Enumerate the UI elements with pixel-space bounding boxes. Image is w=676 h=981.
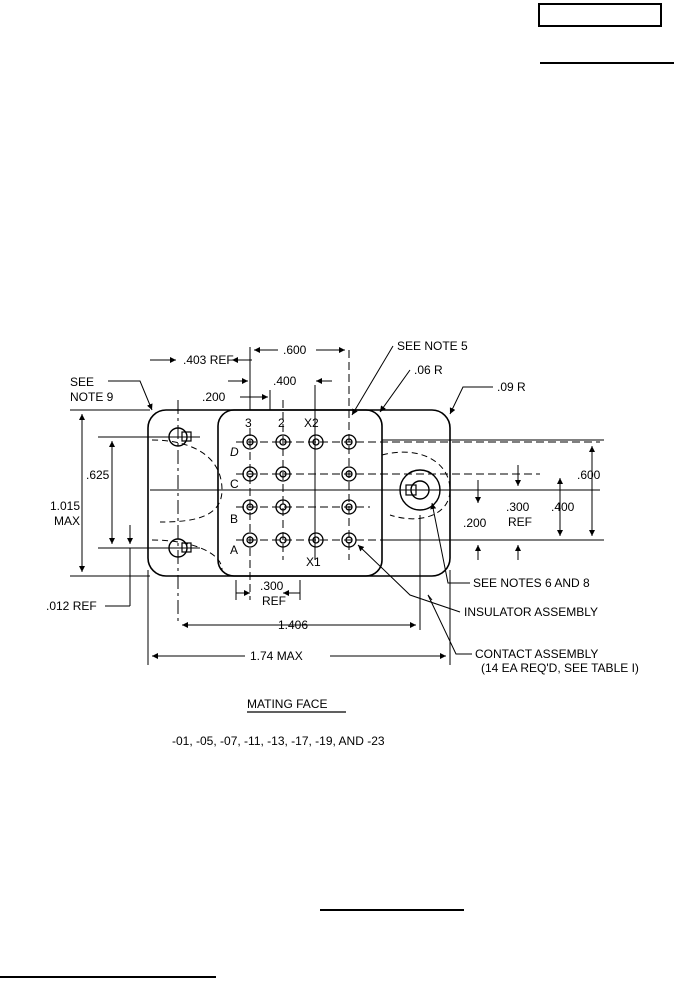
connector-outer-body [147,409,451,577]
dim-600-top: .600 [283,343,307,357]
dim-200-right: .200 [463,516,487,530]
mating-face-caption: MATING FACE [247,697,327,711]
dim-1406: 1.406 [278,618,308,632]
leader-lines [108,345,493,655]
insulator-assembly-label: INSULATOR ASSEMBLY [464,605,598,619]
column-label-2: 2 [278,416,285,430]
part-numbers-caption: -01, -05, -07, -11, -13, -17, -19, AND -… [172,734,385,748]
column-label-x1: X1 [306,555,321,569]
dimension-lines [79,347,595,659]
row-label-c: C [230,477,239,491]
radius-09-label: .09 R [497,380,526,394]
dim-400-top: .400 [273,374,297,388]
row-label-d: D [230,445,239,459]
footer-left-rule [0,976,216,978]
footer-center-rule [320,909,464,911]
extension-lines [70,347,604,665]
dim-300-ref-bottom: REF [262,594,286,608]
row-label-a: A [230,543,238,557]
see-note-5-label: SEE NOTE 5 [397,339,468,353]
dim-625: .625 [86,468,110,482]
radius-06-label: .06 R [414,363,443,377]
center-lines [98,385,600,625]
contact-assembly-label: CONTACT ASSEMBLY [475,647,598,661]
contact-assembly-label: (14 EA REQ'D, SEE TABLE I) [481,661,639,675]
header-rule [540,62,674,64]
column-label-x2: X2 [304,416,319,430]
dim-1015-max: MAX [54,514,80,528]
row-label-b: B [230,512,238,526]
dim-300-ref-right: REF [508,515,532,529]
see-note-9-label: NOTE 9 [70,390,114,404]
dim-1015-max: 1.015 [50,499,80,513]
title-block-box [538,3,662,27]
dim-600-right: .600 [577,468,601,482]
dim-200-top: .200 [202,390,226,404]
dim-400-right: .400 [551,500,575,514]
contact-grid [242,434,357,548]
see-note-9-label: SEE [70,375,94,389]
dim-012-ref: .012 REF [46,599,97,613]
insulator-face [217,409,383,577]
dim-403-ref: .403 REF [183,353,234,367]
dim-300-ref-right: .300 [506,500,530,514]
see-notes-6-8-label: SEE NOTES 6 AND 8 [473,576,590,590]
hidden-lines [151,439,451,571]
dim-174-max: 1.74 MAX [250,649,303,663]
dim-300-ref-bottom: .300 [260,579,284,593]
column-label-3: 3 [245,416,252,430]
